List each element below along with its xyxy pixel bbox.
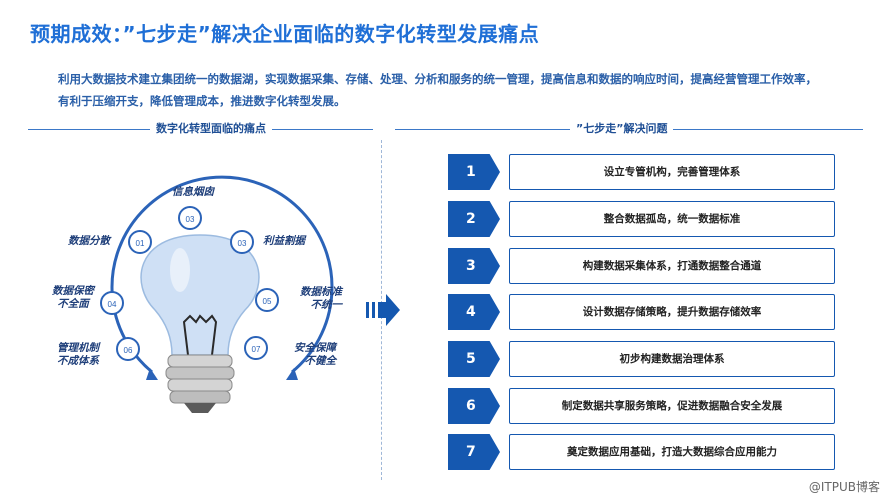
left-section-title: 数字化转型面临的痛点 [150, 121, 272, 137]
step-2-number: 2 [448, 201, 500, 237]
pain-node-3-num: 03 [238, 239, 247, 248]
bulb-base-1 [167, 354, 233, 368]
pain-node-4: 04 [100, 291, 124, 315]
bulb-filament [182, 314, 218, 356]
step-6: 6 制定数据共享服务策略，促进数据融合安全发展 [448, 388, 838, 426]
step-2-text: 整合数据孤岛，统一数据标准 [509, 201, 835, 237]
pain-node-4-num: 04 [108, 300, 117, 309]
bulb-base-2 [165, 366, 235, 380]
step-1-number: 1 [448, 154, 500, 190]
step-1-text: 设立专管机构，完善管理体系 [509, 154, 835, 190]
step-7-text: 奠定数据应用基础，打造大数据综合应用能力 [509, 434, 835, 470]
pain-node-7-num: 07 [252, 345, 261, 354]
arc-arrow-left [146, 368, 158, 380]
pain-node-6-num: 06 [124, 346, 133, 355]
step-7-number: 7 [448, 434, 500, 470]
pain-label-3: 利益割据 [263, 235, 305, 247]
pain-node-6: 06 [116, 337, 140, 361]
bulb-diagram: 01 03 03 04 05 06 07 [100, 175, 334, 413]
pain-node-1-num: 01 [136, 239, 145, 248]
watermark: @ITPUB博客 [808, 480, 880, 494]
bulb-highlight [170, 248, 190, 292]
transition-arrow-icon [366, 294, 400, 326]
right-section-title: ”七步走”解决问题 [570, 121, 674, 137]
step-3-number: 3 [448, 248, 500, 284]
pain-node-2: 03 [178, 206, 202, 230]
step-2: 2 整合数据孤岛，统一数据标准 [448, 201, 838, 239]
step-5-number: 5 [448, 341, 500, 377]
step-6-text: 制定数据共享服务策略，促进数据融合安全发展 [509, 388, 835, 424]
pain-node-3: 03 [230, 230, 254, 254]
bulb-base-4 [169, 390, 231, 404]
pain-node-1: 01 [128, 230, 152, 254]
pain-node-2-num: 03 [186, 215, 195, 224]
step-6-number: 6 [448, 388, 500, 424]
step-3: 3 构建数据采集体系，打通数据整合通道 [448, 248, 838, 286]
step-4-number: 4 [448, 294, 500, 330]
pain-node-5: 05 [255, 288, 279, 312]
page-title: 预期成效：”七步走”解决企业面临的数字化转型发展痛点 [30, 22, 540, 46]
bulb-tip [184, 403, 216, 413]
intro-paragraph: 利用大数据技术建立集团统一的数据湖，实现数据采集、存储、处理、分析和服务的统一管… [58, 72, 817, 108]
bulb-base-3 [167, 378, 233, 392]
pain-label-4: 数据保密 不全面 [52, 285, 94, 310]
pain-label-7: 安全保障 不健全 [294, 342, 336, 367]
step-5: 5 初步构建数据治理体系 [448, 341, 838, 379]
step-3-text: 构建数据采集体系，打通数据整合通道 [509, 248, 835, 284]
step-1: 1 设立专管机构，完善管理体系 [448, 154, 838, 192]
pain-node-5-num: 05 [263, 297, 272, 306]
step-4: 4 设计数据存储策略，提升数据存储效率 [448, 294, 838, 332]
step-5-text: 初步构建数据治理体系 [509, 341, 835, 377]
pain-label-5: 数据标准 不统一 [300, 286, 342, 311]
arc-arrow-right [286, 368, 298, 380]
pain-label-1: 数据分散 [68, 235, 110, 247]
step-7: 7 奠定数据应用基础，打造大数据综合应用能力 [448, 434, 838, 472]
pain-label-2: 信息烟囱 [172, 186, 214, 198]
pain-label-6: 管理机制 不成体系 [57, 342, 99, 367]
pain-node-7: 07 [244, 336, 268, 360]
step-4-text: 设计数据存储策略，提升数据存储效率 [509, 294, 835, 330]
